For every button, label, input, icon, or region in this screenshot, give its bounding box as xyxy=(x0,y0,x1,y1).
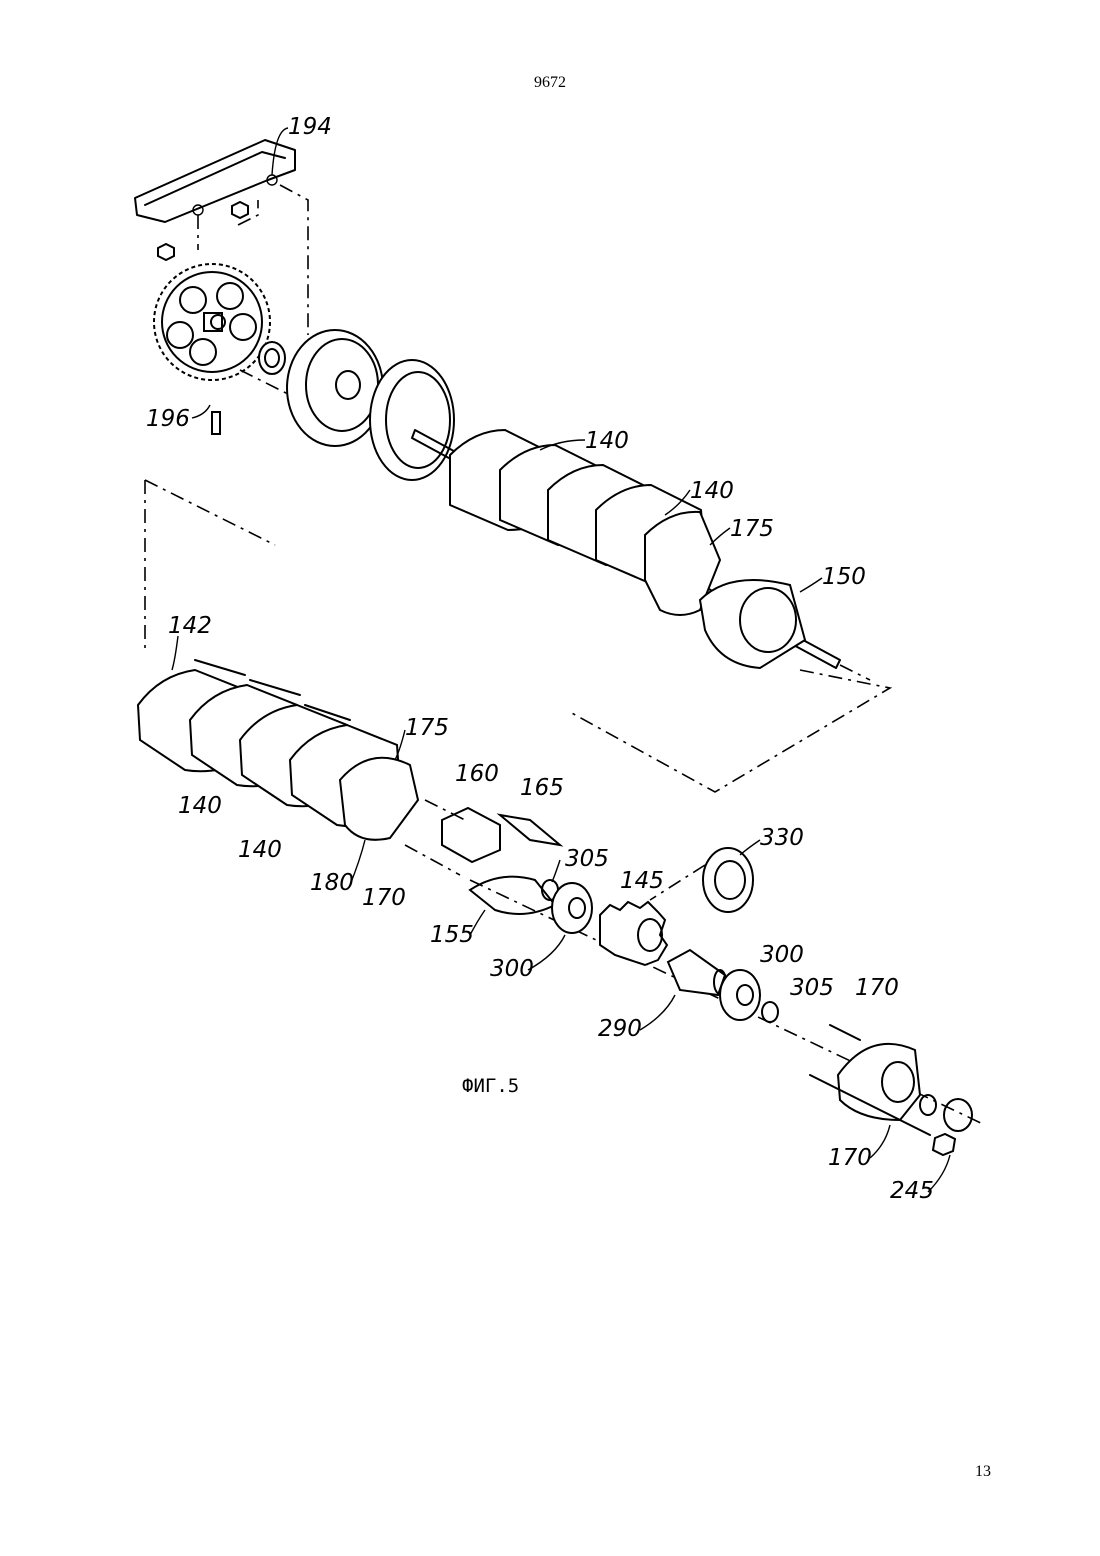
label-175: 175 xyxy=(405,715,449,741)
label-150: 150 xyxy=(822,564,866,590)
end-plate-disk xyxy=(287,330,454,480)
label-290: 290 xyxy=(598,1016,642,1042)
spring-165 xyxy=(500,815,560,845)
label-155: 155 xyxy=(430,922,474,948)
label-145: 145 xyxy=(620,868,664,894)
label-140: 140 xyxy=(690,478,734,504)
washer-300-left xyxy=(552,883,592,933)
label-300: 300 xyxy=(490,956,534,982)
label-140: 140 xyxy=(585,428,629,454)
leader-lines xyxy=(172,128,950,1192)
brush-holder-160 xyxy=(405,800,500,875)
snap-ring-305-right xyxy=(762,1002,778,1022)
label-180: 180 xyxy=(310,870,354,896)
label-175: 175 xyxy=(730,516,774,542)
label-305: 305 xyxy=(790,975,834,1001)
page-number: 13 xyxy=(975,1463,991,1481)
gear-145 xyxy=(600,902,667,965)
label-142: 142 xyxy=(168,613,212,639)
label-140: 140 xyxy=(178,793,222,819)
label-194: 194 xyxy=(288,114,332,140)
washer-300-right xyxy=(720,970,760,1020)
label-245: 245 xyxy=(890,1178,934,1204)
connector-left-top xyxy=(145,480,275,545)
label-196: 196 xyxy=(146,406,190,432)
figure-caption: ФИГ.5 xyxy=(462,1075,519,1097)
label-140: 140 xyxy=(238,837,282,863)
label-170: 170 xyxy=(855,975,899,1001)
reference-numerals: 194 196 140 140 175 150 142 175 160 165 … xyxy=(146,114,934,1204)
upper-magnet-segments xyxy=(450,430,805,668)
label-300: 300 xyxy=(760,942,804,968)
label-330: 330 xyxy=(760,825,804,851)
label-160: 160 xyxy=(455,761,499,787)
connector-right xyxy=(570,670,890,792)
label-305: 305 xyxy=(565,846,609,872)
sleeve-290 xyxy=(668,950,726,995)
lock-washer-330 xyxy=(650,848,753,912)
end-bracket-rear xyxy=(810,1025,972,1155)
label-170: 170 xyxy=(828,1145,872,1171)
bushing xyxy=(259,342,285,374)
label-165: 165 xyxy=(520,775,564,801)
label-170: 170 xyxy=(362,885,406,911)
